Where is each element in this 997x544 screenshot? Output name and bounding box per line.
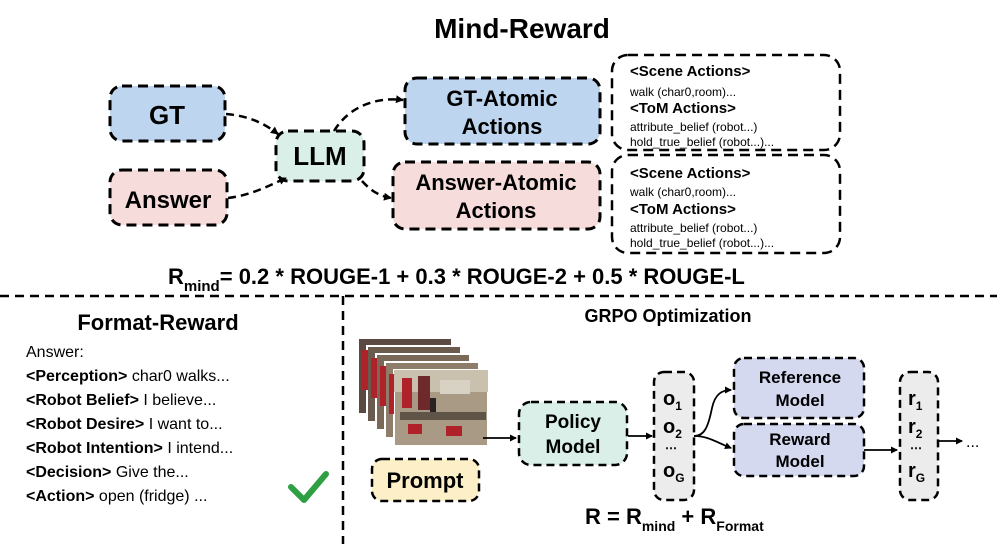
reward-r1: r1: [908, 388, 923, 413]
arrow-answer-to-llm: [227, 176, 287, 200]
format-line-tag: <Robot Desire>: [26, 416, 144, 433]
format-reward-title: Format-Reward: [77, 310, 238, 335]
policy-line1: Policy: [545, 412, 601, 433]
outputs-ellipsis: ⋯: [665, 441, 677, 455]
answer-tom-line2: hold_true_belief (robot...)...: [630, 236, 774, 250]
format-line-tag: <Robot Intention>: [26, 440, 163, 457]
format-line-tag: <Action>: [26, 488, 94, 505]
gt-atomic-actions-box: [403, 76, 602, 146]
reference-line1: Reference: [759, 368, 841, 387]
reward-r2: r2: [908, 416, 923, 441]
gt-scene-line: walk (char0,room)...: [629, 85, 736, 99]
checkmark-icon: [288, 471, 329, 503]
rewards-column-box: [898, 370, 940, 502]
reward-line2: Model: [775, 452, 824, 471]
rewards-ellipsis: ⋯: [910, 441, 922, 455]
mind-formula-sub: mind: [184, 278, 220, 295]
format-line-text: Give the...: [111, 464, 188, 481]
format-line-text: I want to...: [144, 416, 222, 433]
format-line: <Robot Desire> I want to...: [26, 416, 223, 433]
gt-tom-line2: hold_true_belief (robot...)...: [630, 135, 774, 149]
answer-atomic-line2: Actions: [456, 198, 537, 223]
mind-formula-r: R: [168, 264, 184, 289]
mind-formula: Rmind= 0.2 * ROUGE-1 + 0.3 * ROUGE-2 + 0…: [168, 264, 745, 295]
prompt-box: [370, 457, 481, 503]
answer-atomic-line1: Answer-Atomic: [415, 170, 576, 195]
arrow-outputs-to-reward: [693, 435, 732, 450]
format-line-tag: <Decision>: [26, 464, 111, 481]
grpo-title: GRPO Optimization: [584, 306, 751, 326]
gt-scene-header: <Scene Actions>: [630, 63, 751, 80]
gt-box: [108, 84, 227, 143]
reward-line1: Reward: [769, 430, 830, 449]
policy-line2: Model: [546, 437, 601, 458]
format-lines: <Perception> char0 walks... <Robot Belief…: [26, 368, 233, 505]
answer-box: [108, 168, 229, 227]
format-line-text: char0 walks...: [127, 368, 229, 385]
format-line-tag: <Perception>: [26, 368, 127, 385]
trailing-ellipsis: ...: [966, 434, 979, 451]
prompt-label: Prompt: [387, 468, 465, 493]
outputs-column-box: [652, 370, 696, 502]
format-line-text: I believe...: [139, 392, 216, 409]
arrow-gt-to-llm: [225, 112, 279, 135]
gt-tom-header: <ToM Actions>: [630, 100, 736, 117]
output-o1: o1: [663, 388, 682, 413]
answer-tom-line1: attribute_belief (robot...): [630, 221, 757, 235]
llm-label: LLM: [293, 141, 346, 171]
llm-box: [274, 129, 366, 183]
grpo-formula: R = Rmind + RFormat: [585, 504, 764, 534]
gt-tom-line1: attribute_belief (robot...): [630, 120, 757, 134]
arrow-llm-to-answer-atomic: [361, 180, 392, 201]
arrow-outputs-to-reference: [693, 386, 732, 437]
answer-label: Answer: [125, 187, 212, 214]
format-line-tag: <Robot Belief>: [26, 392, 139, 409]
format-line-text: I intend...: [163, 440, 233, 457]
answer-tom-header: <ToM Actions>: [630, 201, 736, 218]
gt-atomic-line2: Actions: [462, 114, 543, 139]
reward-rg: rG: [908, 460, 925, 485]
format-line: <Decision> Give the...: [26, 464, 189, 481]
mind-reward-title: Mind-Reward: [434, 13, 610, 44]
gt-atomic-line1: GT-Atomic: [446, 86, 557, 111]
format-line: <Action> open (fridge) ...: [26, 488, 207, 505]
format-line: <Perception> char0 walks...: [26, 368, 230, 385]
format-answer-label: Answer:: [26, 344, 84, 361]
format-line: <Robot Intention> I intend...: [26, 440, 233, 457]
answer-actions-panel: [610, 153, 842, 255]
reward-model-box: [732, 422, 866, 478]
output-o2: o2: [663, 416, 682, 441]
policy-model-box: [517, 400, 629, 467]
format-line: <Robot Belief> I believe...: [26, 392, 216, 409]
answer-scene-header: <Scene Actions>: [630, 165, 751, 182]
reference-line2: Model: [775, 391, 824, 410]
arrow-llm-to-gt-atomic: [332, 95, 404, 132]
output-og: oG: [663, 460, 685, 485]
mind-formula-rest: = 0.2 * ROUGE-1 + 0.3 * ROUGE-2 + 0.5 * …: [220, 264, 745, 289]
gt-actions-panel: [610, 53, 842, 152]
environment-frames-image: [357, 337, 489, 447]
reference-model-box: [732, 356, 866, 420]
answer-scene-line: walk (char0,room)...: [629, 185, 736, 199]
gt-label: GT: [149, 100, 185, 130]
format-line-text: open (fridge) ...: [94, 488, 207, 505]
answer-atomic-actions-box: [391, 160, 602, 231]
